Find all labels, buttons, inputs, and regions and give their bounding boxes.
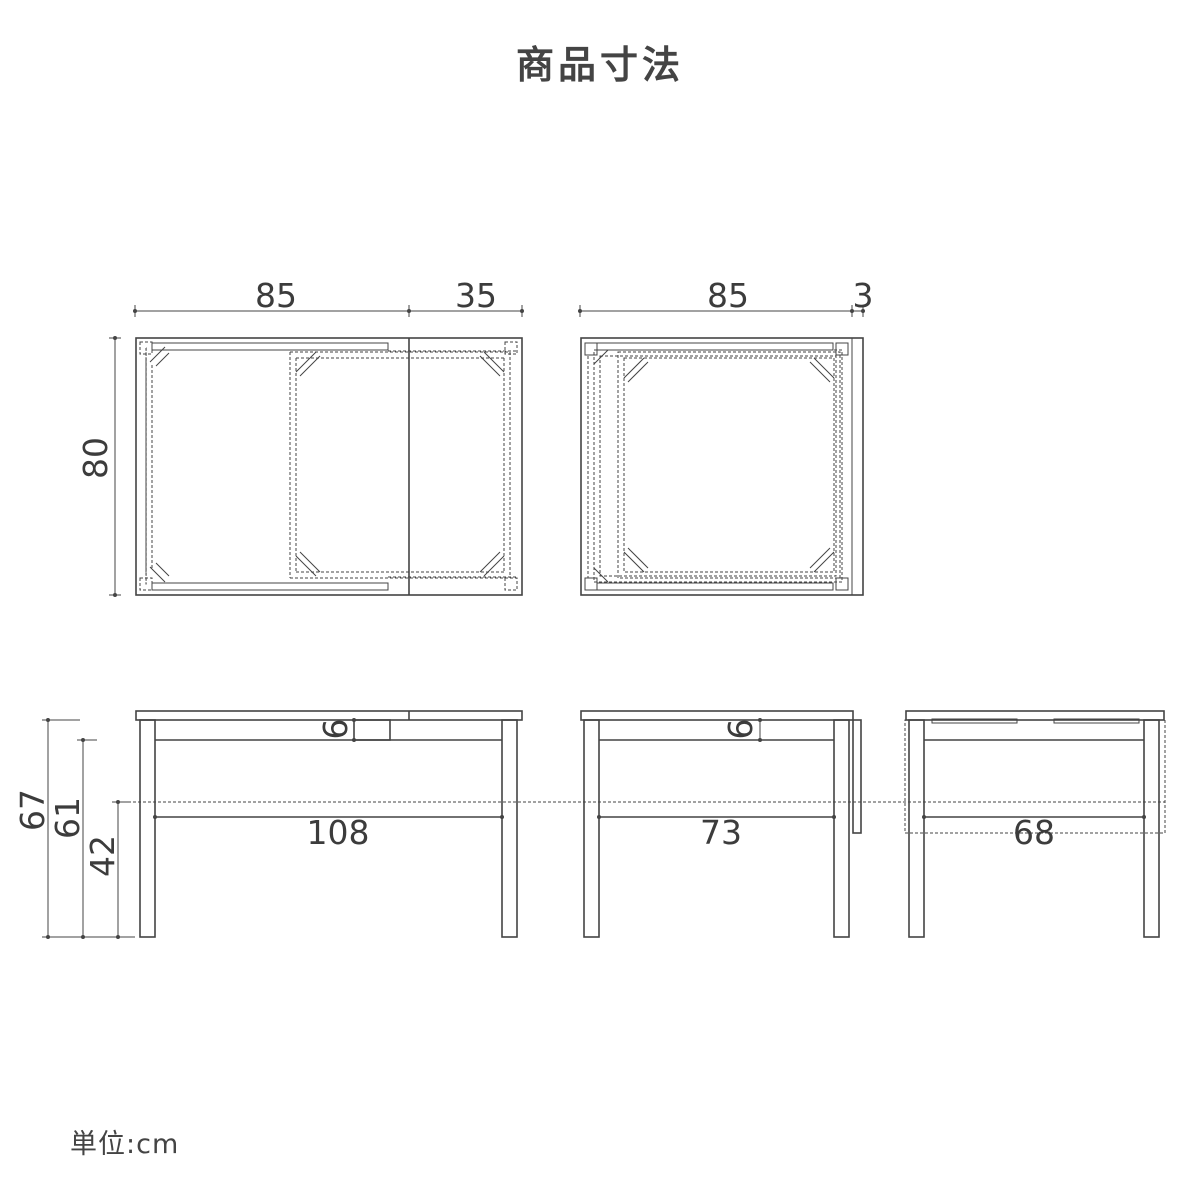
page-title: 商品寸法: [515, 43, 684, 87]
dim-depth: 80: [76, 437, 115, 479]
dim-apron-extended: 6: [316, 719, 355, 740]
dim-width-extension: 35: [455, 276, 497, 315]
dim-width-extended: 108: [307, 813, 370, 852]
dim-width-closed: 73: [700, 813, 742, 852]
dim-apron-closed: 6: [721, 719, 760, 740]
dim-side-width: 68: [1013, 813, 1055, 852]
dim-height-total: 67: [13, 789, 52, 831]
front-view-extended: 6 108: [135, 710, 523, 938]
dim-closed-width: 85: [707, 276, 749, 315]
front-view-closed: 6 73: [580, 710, 862, 938]
dim-height-under-top: 61: [48, 797, 87, 839]
height-dimensions: 67 61 42: [13, 718, 1165, 939]
top-view-closed: 85 3: [578, 276, 874, 596]
dim-width-main: 85: [255, 276, 297, 315]
unit-label: 単位:cm: [70, 1129, 180, 1160]
dim-closed-overhang: 3: [853, 276, 874, 315]
dim-height-shelf: 42: [83, 835, 122, 877]
top-view-extended: 85 35 80: [76, 276, 524, 597]
side-view: 68: [904, 710, 1166, 938]
